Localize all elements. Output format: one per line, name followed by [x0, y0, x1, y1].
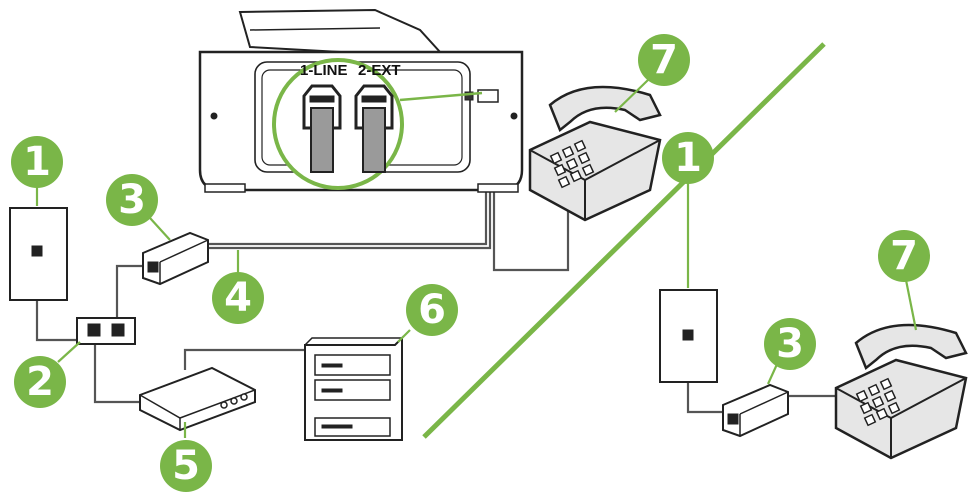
dsl-filter-icon — [722, 383, 789, 438]
callout-label: 5 — [172, 443, 200, 489]
wire-modem-to-computer — [183, 348, 308, 370]
ext-port-icon — [354, 84, 394, 173]
telephone-icon — [528, 85, 662, 222]
callout-label: 3 — [776, 321, 804, 367]
wall-jack-icon — [9, 207, 68, 301]
callout-dsl-filter-left: 3 — [106, 174, 158, 226]
callout-label: 7 — [650, 37, 678, 83]
wall-jack-icon — [659, 289, 718, 383]
line-port-icon — [302, 84, 342, 173]
callout-computer: 6 — [406, 284, 458, 336]
callout-splitter: 2 — [14, 356, 66, 408]
computer-tower-icon — [304, 335, 403, 441]
telephone-icon — [834, 323, 968, 460]
parallel-splitter-icon — [76, 317, 136, 345]
wire-splitter-to-filter — [115, 264, 150, 327]
callout-label: 6 — [418, 287, 446, 333]
callout-label: 1 — [23, 139, 51, 185]
wire-splitter-to-modem — [93, 343, 145, 404]
callout-label: 4 — [224, 275, 252, 321]
callout-label: 2 — [26, 359, 54, 405]
callout-label: 7 — [890, 233, 918, 279]
callout-label: 1 — [674, 135, 702, 181]
callout-dsl-filter-right: 3 — [764, 318, 816, 370]
port-label-line: 1-LINE — [300, 62, 348, 79]
dsl-filter-icon — [142, 231, 209, 286]
callout-wall-jack-left: 1 — [11, 136, 63, 188]
callout-label: 3 — [118, 177, 146, 223]
port-label-ext: 2-EXT — [358, 62, 401, 79]
callout-wall-jack-right: 1 — [662, 132, 714, 184]
callout-telephone-top: 7 — [638, 34, 690, 86]
callout-telephone-right: 7 — [878, 230, 930, 282]
callout-leaders — [35, 79, 918, 438]
dsl-modem-icon — [139, 366, 256, 432]
callout-phone-cord: 4 — [212, 272, 264, 324]
section-divider — [422, 42, 826, 439]
callout-dsl-modem: 5 — [160, 440, 212, 492]
port-magnifier-icon — [272, 58, 483, 190]
